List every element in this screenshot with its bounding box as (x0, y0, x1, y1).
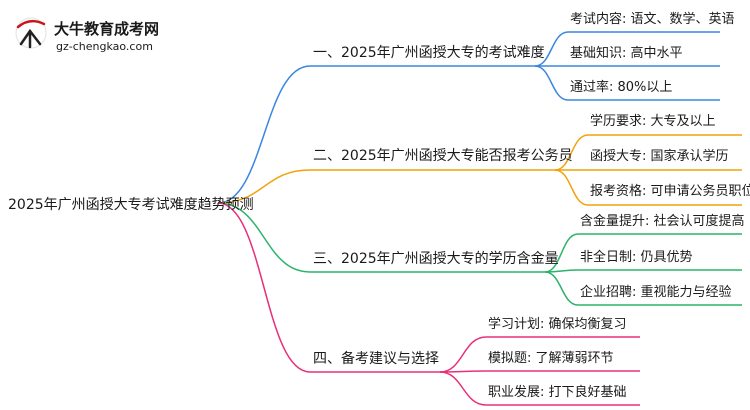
logo-title: 大牛教育成考网 (54, 20, 159, 38)
branch-1-label: 一、2025年广州函授大专的考试难度 (313, 45, 545, 61)
branch-3-leaf-3-connector (544, 271, 579, 306)
branch-3-leaf-2: 非全日制: 仍具优势 (580, 249, 693, 265)
logo-url: gz-chengkao.com (56, 40, 153, 53)
branch-2-leaf-2: 函授大专: 国家承认学历 (590, 148, 729, 164)
branch-3-leaf-3: 企业招聘: 重视能力与经验 (580, 284, 732, 300)
branch-2-label: 二、2025年广州函授大专能否报考公务员 (313, 148, 573, 164)
branch-2-leaf-1: 学历要求: 大专及以上 (590, 113, 716, 129)
branch-2-leaf-3-connector (554, 169, 589, 206)
root-node: 2025年广州函授大专考试难度趋势预测 (8, 197, 254, 213)
branch-1-connector (217, 65, 311, 204)
logo: 大牛教育成考网 gz-chengkao.com (15, 17, 159, 53)
branch-2-connector (217, 169, 311, 204)
branch-4-leaf-2: 模拟题: 了解薄弱环节 (488, 351, 614, 366)
branch-3-label: 三、2025年广州函授大专的学历含金量 (313, 251, 559, 267)
branch-2-leaf-3: 报考资格: 可申请公务员职位 (590, 183, 750, 199)
connectors (217, 31, 742, 406)
branch-4-leaf-1: 学习计划: 确保均衡复习 (488, 316, 627, 332)
branch-4-label: 四、备考建议与选择 (313, 350, 439, 367)
branch-2-leaf-1-connector (554, 134, 589, 171)
branch-1-leaf-1: 考试内容: 语文、数学、英语 (570, 11, 735, 27)
branch-4-leaf-1-connector (439, 336, 487, 373)
branch-1-leaf-2: 基础知识: 高中水平 (570, 45, 683, 61)
branch-4-leaf-3: 职业发展: 打下良好基础 (488, 384, 627, 400)
branch-4-connector (217, 202, 311, 373)
branch-4-leaf-3-connector (439, 371, 487, 406)
branch-1-leaf-3: 通过率: 80%以上 (570, 79, 672, 95)
branch-3-connector (217, 202, 311, 273)
branch-3-leaf-1: 含金量提升: 社会认可度提高 (580, 213, 745, 229)
branch-1-leaf-3-connector (534, 65, 569, 101)
da-niu-logo-icon (15, 17, 47, 49)
branch-3-leaf-1-connector (544, 233, 579, 273)
branch-1-leaf-1-connector (534, 31, 569, 67)
